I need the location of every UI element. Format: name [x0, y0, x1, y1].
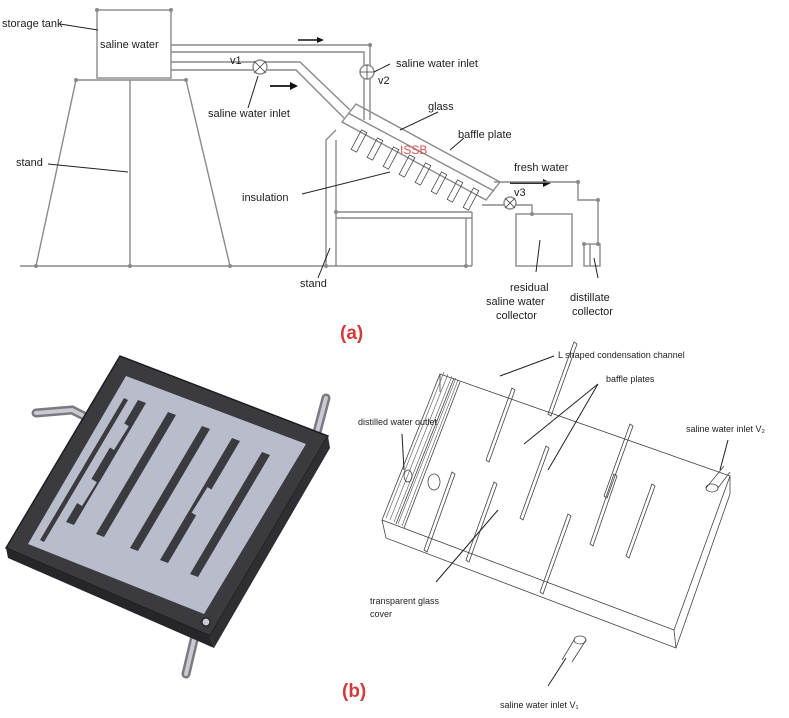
flow-arrows [270, 37, 551, 187]
label-stand-bottom: stand [300, 278, 327, 290]
baffle-plates-a [350, 129, 480, 211]
label-insulation: insulation [242, 192, 288, 204]
render-pipes [31, 393, 331, 679]
label-fresh-water: fresh water [514, 162, 569, 174]
tray-side [6, 548, 214, 648]
label-baffle-plates: baffle plates [606, 374, 655, 384]
label-glass-cover-1: transparent glass [370, 596, 440, 606]
render-baffle-gaps [75, 422, 215, 517]
label-storage-tank: storage tank [2, 18, 63, 30]
pipe-nodes [34, 8, 600, 268]
label-inlet-v1: saline water inlet V₁ [500, 700, 579, 710]
label-l-channel: L shaped condensation channel [558, 350, 685, 360]
label-stand-left: stand [16, 157, 43, 169]
label-glass: glass [428, 101, 454, 113]
label-distillate-1: distillate [570, 292, 610, 304]
label-distillate-2: collector [572, 306, 613, 318]
wire-inlet-pipes [403, 465, 731, 663]
basin-stand [325, 129, 473, 266]
wire-condensation-channel [385, 371, 459, 527]
label-v2: v2 [378, 75, 390, 87]
panel-a-diagram: storage tank saline water v1 v2 saline w… [2, 8, 613, 344]
wire-box [381, 373, 731, 649]
label-issb: ISSB [400, 143, 427, 157]
wire-baffles [423, 341, 656, 595]
label-residual-3: collector [496, 310, 537, 322]
label-saline-inlet-mid: saline water inlet [208, 108, 290, 120]
caption-a: (a) [340, 323, 363, 344]
label-residual-1: residual [510, 282, 549, 294]
label-inlet-v2: saline water inlet V₂ [686, 424, 766, 434]
label-v3: v3 [514, 187, 526, 199]
tray-side-right [210, 436, 330, 648]
storage-tank [96, 9, 172, 79]
tank-stand [20, 79, 472, 267]
panel-b-render [4, 355, 331, 679]
render-outlet-hole [201, 617, 211, 627]
label-residual-2: saline water [486, 296, 545, 308]
label-saline-water: saline water [100, 39, 159, 51]
residual-collector [515, 213, 573, 267]
label-v1: v1 [230, 55, 242, 67]
panel-b-wireframe: L shaped condensation channel baffle pla… [342, 341, 766, 710]
label-saline-inlet-top: saline water inlet [396, 58, 478, 70]
leader-lines-a [47, 23, 599, 279]
label-baffle-plate: baffle plate [458, 129, 512, 141]
label-distilled-outlet: distilled water outlet [358, 417, 438, 427]
leader-lines-b [401, 355, 729, 687]
caption-b: (b) [342, 681, 366, 702]
label-glass-cover-2: cover [370, 609, 392, 619]
distillate-collector [583, 243, 601, 267]
outlet-pipes [482, 181, 599, 244]
